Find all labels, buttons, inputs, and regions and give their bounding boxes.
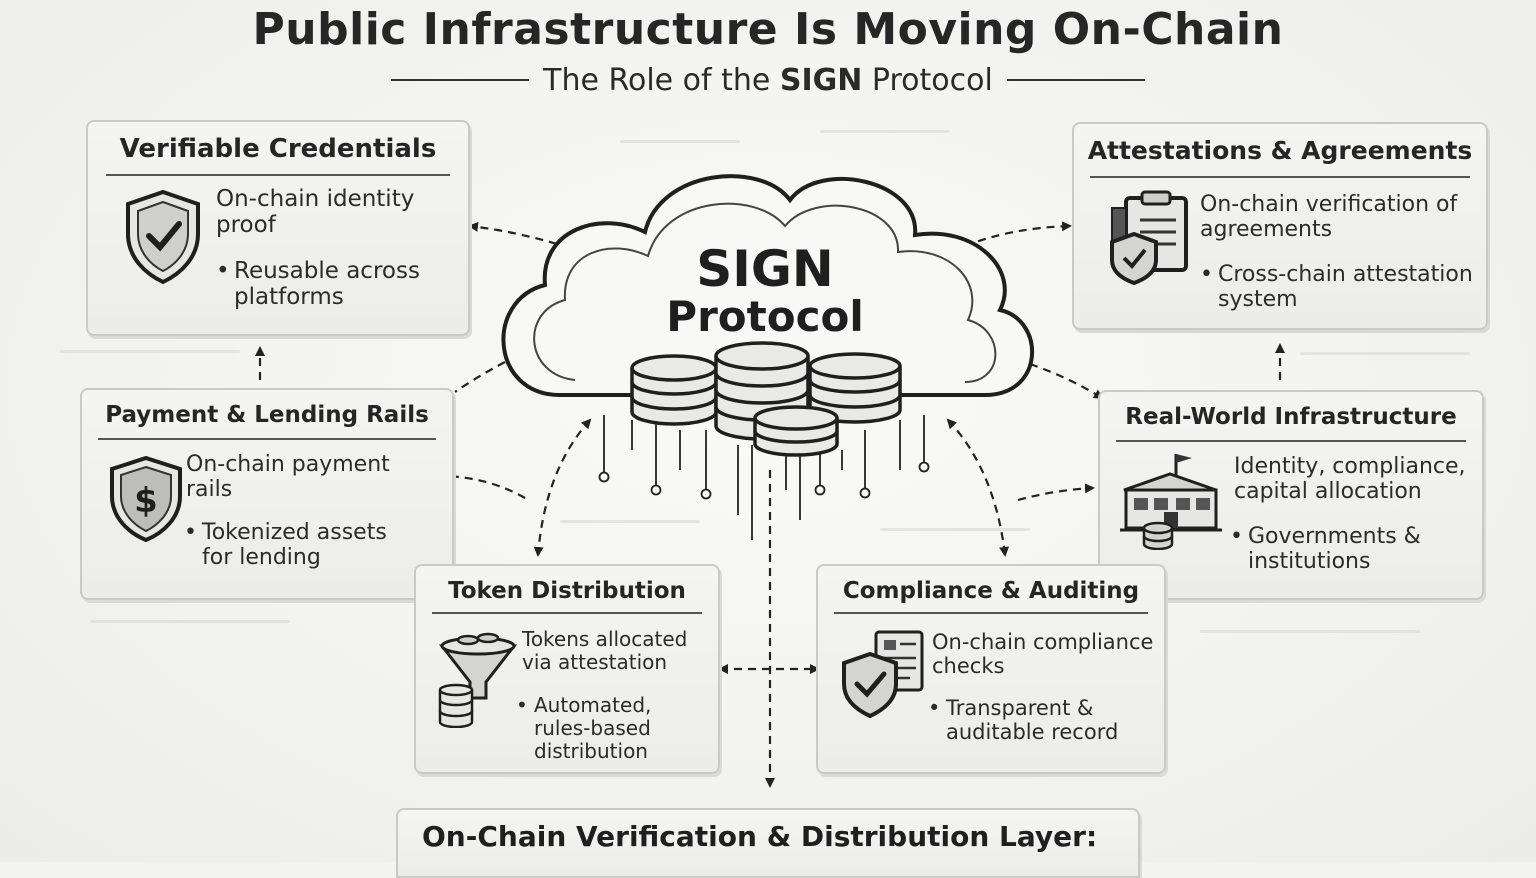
page-title: Public Infrastructure Is Moving On-Chain: [252, 4, 1284, 55]
card-divider: [834, 612, 1148, 614]
arrow-cloud-left-tail: [454, 361, 506, 393]
document-shield-icon: [842, 630, 924, 719]
arrow-to-credentials: [468, 221, 571, 250]
card-real-world-infrastructure: Real-World Infrastructure Identity, comp…: [1098, 390, 1484, 600]
card-divider: [1116, 440, 1466, 442]
background-streak: [60, 350, 240, 353]
card-divider: [98, 438, 436, 440]
page-subtitle: The Role of the SIGN Protocol: [543, 63, 993, 98]
card-bullet: Automated, rules-based distribution: [516, 694, 704, 763]
card-token-distribution: Token Distribution Tokens allocated via …: [414, 564, 720, 774]
card-payment-lending-rails: Payment & Lending Rails $ On-chain payme…: [80, 388, 454, 600]
card-bullet: Cross-chain attestation system: [1200, 262, 1483, 313]
card-divider: [106, 174, 450, 176]
background-streak: [1300, 352, 1470, 355]
card-attestations-agreements: Attestations & Agreements On-chain verif…: [1072, 122, 1488, 330]
card-compliance-auditing: Compliance & Auditing On-chain complianc…: [816, 564, 1166, 774]
card-title: Real-World Infrastructure: [1125, 404, 1457, 430]
card-text: Identity, compliance, capital allocation: [1234, 454, 1466, 505]
subtitle-rule-left: [391, 79, 530, 81]
card-title: Compliance & Auditing: [842, 578, 1140, 604]
center-title-sign: SIGN: [696, 240, 834, 298]
bottom-layer-label: On-Chain Verification & Distribution Lay…: [422, 820, 1098, 853]
subtitle-prefix: The Role of the: [543, 62, 780, 98]
card-bullet: Transparent & auditable record: [928, 696, 1156, 744]
background-streak: [820, 130, 950, 133]
card-text: On-chain identity proof: [216, 186, 415, 239]
bottom-layer-bar: On-Chain Verification & Distribution Lay…: [396, 808, 1140, 878]
card-text: On-chain compliance checks: [932, 630, 1154, 679]
subtitle-bold: SIGN: [779, 62, 863, 98]
clipboard-shield-icon: [1110, 190, 1188, 286]
card-text: Tokens allocated via attestation: [522, 627, 688, 674]
svg-text:$: $: [134, 481, 158, 521]
subtitle-row: The Role of the SIGN Protocol: [0, 58, 1536, 102]
database-icon: [630, 341, 902, 457]
card-title: Verifiable Credentials: [119, 134, 437, 164]
arrow-cloud-to-realworld: [1029, 362, 1104, 400]
card-title: Payment & Lending Rails: [105, 402, 429, 428]
background-streak: [90, 620, 290, 623]
cloud-drip-lines: [598, 415, 930, 540]
funnel-coins-icon: [438, 632, 518, 728]
background-streak: [1200, 630, 1420, 633]
sign-protocol-cloud: [501, 174, 1034, 397]
card-bullet: Governments & institutions: [1230, 524, 1473, 575]
shield-dollar-icon: $: [110, 455, 182, 543]
arrow-to-payment: [444, 471, 526, 499]
card-text: On-chain verification of agreements: [1200, 192, 1458, 243]
card-title: Attestations & Agreements: [1087, 136, 1473, 165]
card-divider: [1090, 176, 1470, 178]
arrow-to-attestations: [964, 221, 1072, 248]
background-streak: [620, 140, 740, 143]
card-text: On-chain payment rails: [186, 452, 390, 503]
center-title-protocol: Protocol: [666, 292, 864, 341]
background-streak: [560, 520, 700, 523]
arrow-to-realworld-mid: [1017, 483, 1095, 502]
card-verifiable-credentials: Verifiable Credentials On-chain identity…: [86, 120, 470, 336]
subtitle-rule-right: [1006, 79, 1145, 81]
shield-check-icon: [126, 189, 200, 285]
card-bullet: Tokenized assets for lending: [184, 520, 422, 571]
card-title: Token Distribution: [448, 578, 686, 604]
subtitle-suffix: Protocol: [862, 62, 993, 98]
card-divider: [432, 612, 702, 614]
government-building-icon: [1120, 454, 1222, 550]
arrow-to-compliance: [946, 418, 1010, 557]
arrow-to-token-distribution: [533, 418, 592, 557]
card-bullet: Reusable across platforms: [216, 258, 449, 311]
